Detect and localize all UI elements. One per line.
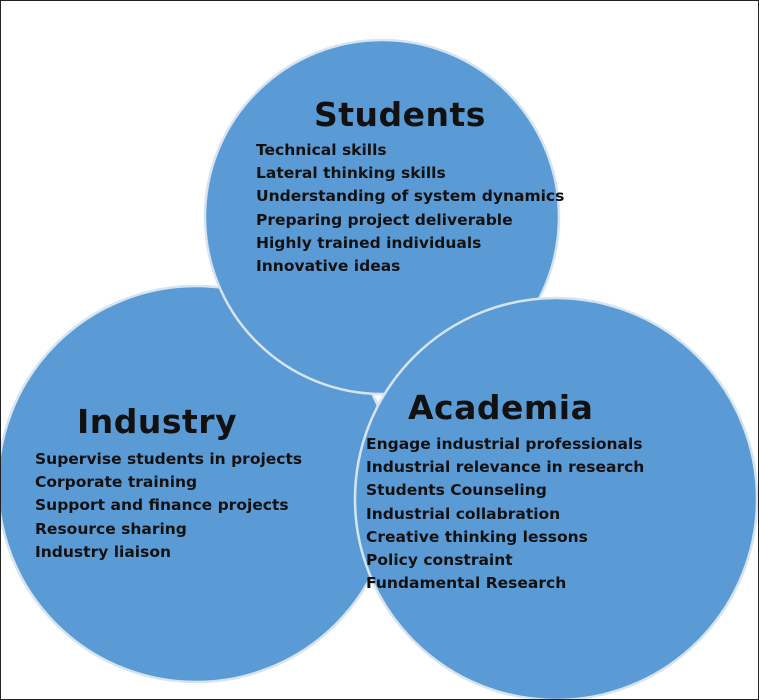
students-item: Innovative ideas [256,257,401,276]
academia-item: Industrial collabration [366,504,561,523]
students-circle [203,38,561,396]
industry-item: Industry liaison [35,542,172,561]
students-item: Technical skills [256,141,387,159]
students-item: Preparing project deliverable [256,210,513,229]
academia-item: Creative thinking lessons [366,527,588,546]
industry-list: Supervise students in projects Corporate… [35,448,302,564]
industry-item: Corporate training [35,473,198,492]
academia-circle [353,296,758,699]
academia-item: Fundamental Research [366,574,567,593]
academia-section: Academia Engage industrial professionals… [366,390,644,595]
students-list: Technical skills Lateral thinking skills… [256,139,564,278]
academia-item: Engage industrial professionals [366,435,643,453]
academia-list: Engage industrial professionals Industri… [366,433,644,595]
academia-title: Academia [408,388,594,427]
students-section: Students Technical skills Lateral thinki… [256,97,564,278]
industry-title: Industry [77,402,238,441]
industry-item: Resource sharing [35,519,187,538]
industry-item: Support and finance projects [35,496,289,515]
students-item: Lateral thinking skills [256,164,446,183]
industry-section: Industry Supervise students in projects … [35,404,302,564]
students-title: Students [314,95,486,134]
academia-item: Students Counseling [366,481,547,500]
students-item: Understanding of system dynamics [256,187,565,206]
students-item: Highly trained individuals [256,233,482,252]
academia-item: Industrial relevance in research [366,458,645,477]
industry-item: Supervise students in projects [35,450,303,468]
academia-item: Policy constraint [366,551,513,570]
